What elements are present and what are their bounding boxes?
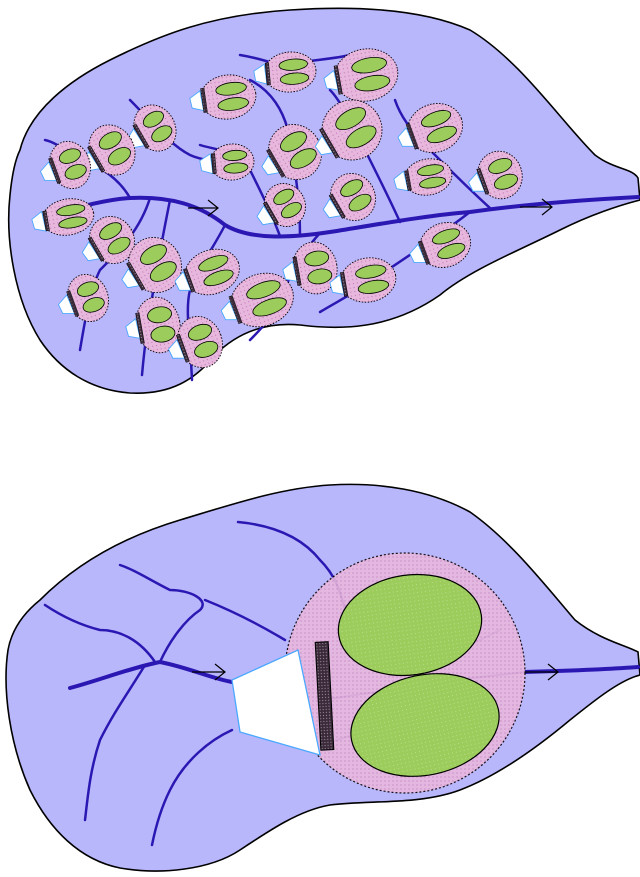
bottom-panel	[6, 484, 640, 871]
top-panel	[9, 8, 640, 393]
